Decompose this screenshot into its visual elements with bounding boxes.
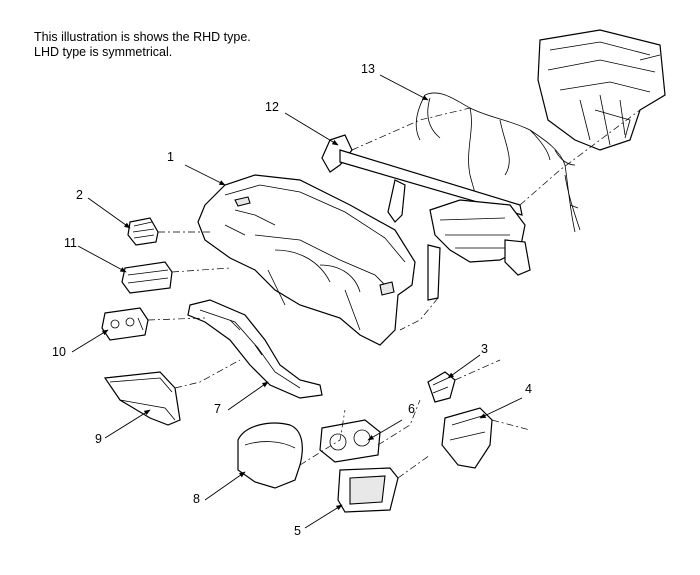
callout-9: 9 [95, 432, 102, 446]
callout-2: 2 [76, 188, 83, 202]
crash-pad [197, 174, 416, 346]
center-air-vent [121, 261, 173, 294]
alignment-lines [147, 107, 641, 479]
callout-11: 11 [64, 236, 77, 250]
lower-crash-pad [187, 299, 323, 399]
diagram-caption: This illustration is shows the RHD type.… [34, 30, 251, 60]
callout-10: 10 [52, 345, 66, 359]
glove-box [103, 371, 181, 426]
side-air-vent [127, 217, 159, 246]
side-cover [441, 407, 493, 469]
caption-line-1: This illustration is shows the RHD type. [34, 30, 251, 44]
cluster-fascia [237, 422, 303, 489]
callout-5: 5 [294, 524, 301, 538]
heater-control-panel [101, 307, 149, 341]
callout-13: 13 [361, 62, 375, 76]
cowl-crossbar [321, 134, 531, 301]
callout-leaders [71, 74, 523, 529]
driver-side-vent [427, 371, 456, 403]
callout-1: 1 [167, 150, 174, 164]
callout-12: 12 [265, 100, 279, 114]
callout-3: 3 [481, 342, 488, 356]
hvac-module [537, 29, 666, 151]
callout-7: 7 [214, 402, 221, 416]
callout-4: 4 [525, 382, 532, 396]
instrument-cluster [319, 419, 381, 463]
center-fascia-panel [337, 467, 399, 513]
callout-6: 6 [408, 402, 415, 416]
caption-line-2: LHD type is symmetrical. [34, 45, 173, 59]
callout-8: 8 [193, 492, 200, 506]
